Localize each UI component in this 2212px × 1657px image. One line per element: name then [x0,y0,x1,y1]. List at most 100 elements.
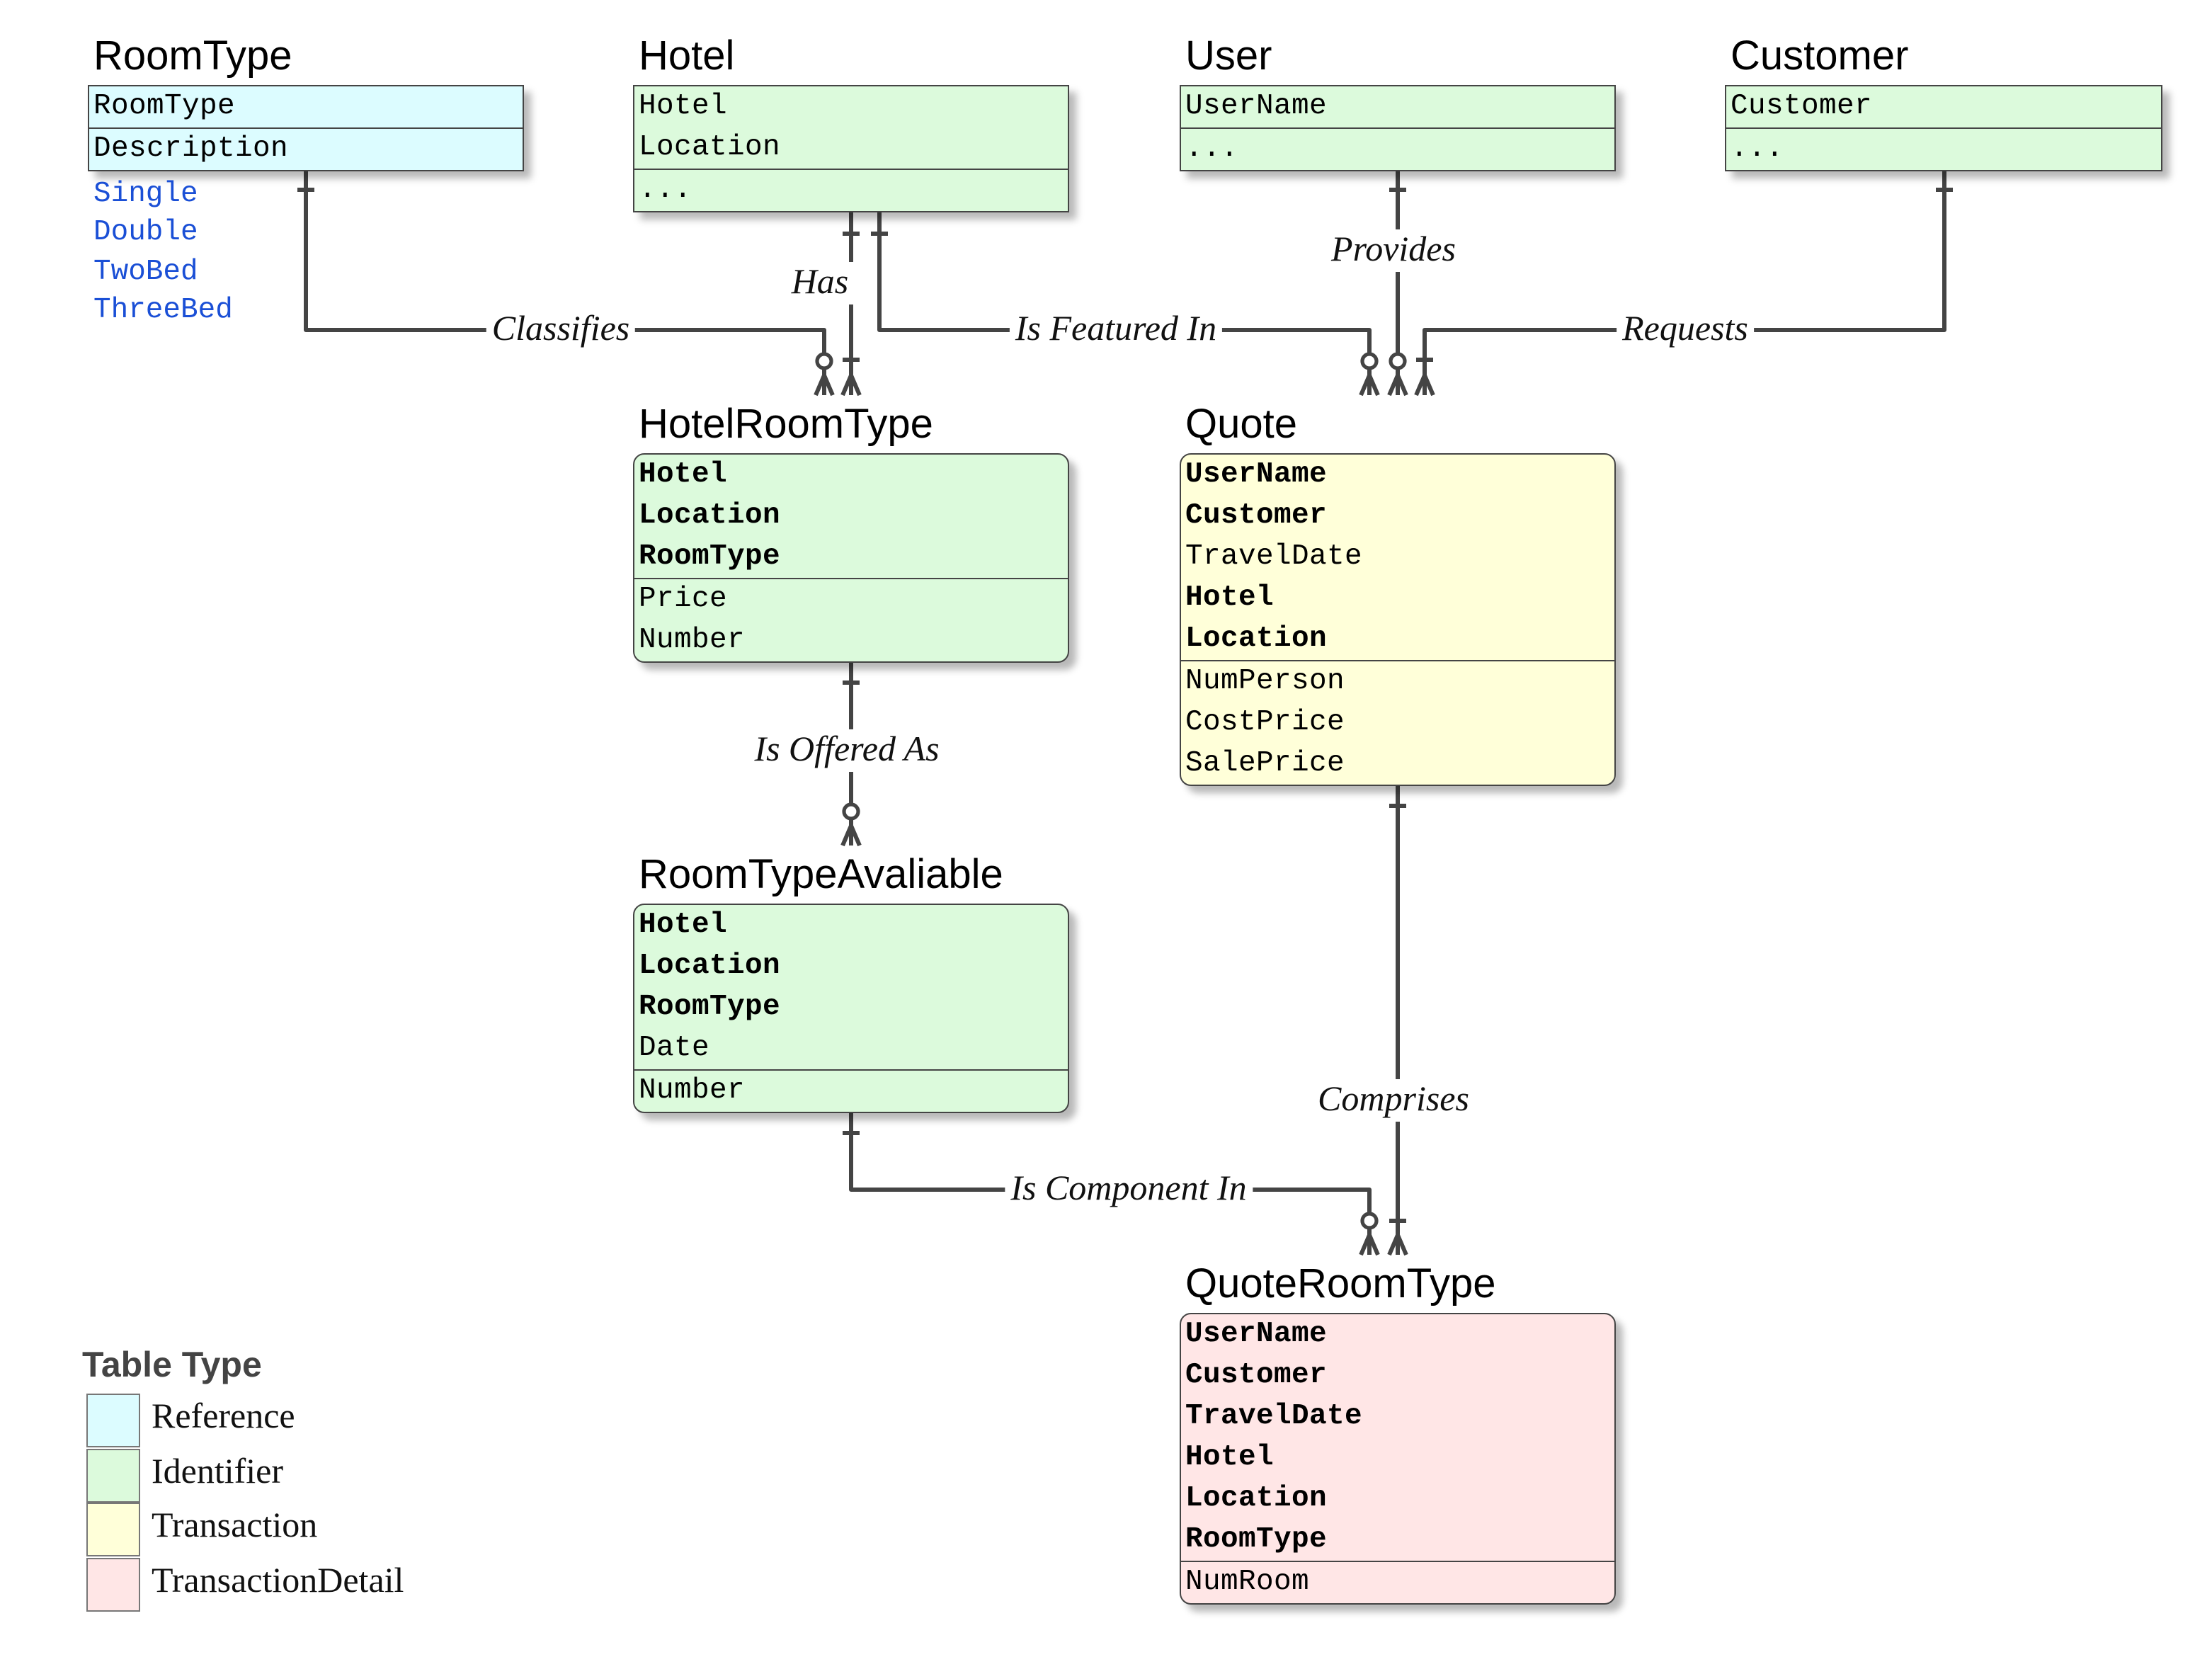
legend-swatch-reference [86,1394,140,1447]
entity-title: Hotel [639,34,735,79]
connector-is-featured-in [877,208,1372,395]
legend-item: Identifier [82,1448,283,1503]
crows-foot-mark [1359,1233,1380,1256]
relationship-label-has: Has [785,262,855,304]
entity-title: HotelRoomType [639,402,933,448]
zero-cardinality-ring [1389,352,1407,370]
column: Hotel [639,91,728,123]
key-column: TravelDate [1185,541,1363,574]
reference-values: Single Double TwoBed ThreeBed [93,176,233,330]
key-column: RoomType [639,541,781,574]
entity-hotelroomtype: HotelRoomType Hotel Location RoomType Pr… [633,402,1069,663]
key-column: Hotel [639,459,728,491]
entity-box: RoomType Description [88,85,524,171]
entity-title: Customer [1731,34,1909,79]
zero-cardinality-ring [1360,1212,1379,1230]
zero-cardinality-ring [842,802,860,821]
column: Location [639,132,781,164]
entity-quoteroomtype: QuoteRoomType UserName Customer TravelDa… [1180,1262,1616,1605]
entity-hotel: Hotel Hotel Location ... [633,34,1069,212]
entity-box: Customer ... [1725,85,2162,171]
attribute-column: NumPerson [1185,666,1345,698]
entity-title: Quote [1185,402,1297,448]
crows-foot-mark [814,373,835,397]
crows-foot-mark [1414,373,1435,397]
entity-title: RoomType [93,34,292,79]
key-column: UserName [1185,1319,1328,1351]
entity-title: RoomTypeAvaliable [639,853,1003,898]
entity-user: User UserName ... [1180,34,1616,171]
crows-foot-mark [1387,1233,1408,1256]
legend-item: TransactionDetail [82,1557,404,1612]
entity-roomtype: RoomType RoomType Description [88,34,524,171]
legend-item: Transaction [82,1503,317,1557]
attribute-column: SalePrice [1185,748,1345,780]
entity-box: Hotel Location RoomType Price Number [633,453,1069,663]
relationship-label-requests: Requests [1617,309,1754,351]
column-ellipsis: ... [1731,133,1784,166]
column: RoomType [93,91,236,123]
crows-foot-mark [1387,373,1408,397]
column-ellipsis: ... [1185,133,1239,166]
key-column: Date [639,1032,710,1065]
crows-foot-mark [840,373,862,397]
entity-box: Hotel Location ... [633,85,1069,212]
relationship-label-is-component-in: Is Component In [1005,1168,1253,1211]
entity-customer: Customer Customer ... [1725,34,2162,171]
crows-foot-mark [1359,373,1380,397]
entity-box: UserName Customer TravelDate Hotel Locat… [1180,1313,1616,1605]
key-column: Location [1185,1483,1328,1515]
legend-label: Identifier [152,1452,284,1491]
attribute-column: NumRoom [1185,1566,1310,1599]
reference-value: ThreeBed [93,294,233,327]
zero-cardinality-ring [815,352,833,370]
key-column: RoomType [1185,1524,1328,1556]
key-column: Hotel [1185,582,1275,615]
key-column: Hotel [639,909,728,942]
key-column: Customer [1185,500,1328,533]
column-ellipsis: ... [639,174,692,207]
legend-swatch-transaction [86,1503,140,1556]
legend: Table Type Reference Identifier Transact… [82,1343,404,1612]
key-column: TravelDate [1185,1401,1363,1433]
relationship-label-is-featured-in: Is Featured In [1009,309,1223,351]
entity-box: UserName ... [1180,85,1616,171]
reference-value: Double [93,217,198,250]
attribute-column: Number [639,1075,746,1107]
legend-label: Transaction [152,1507,318,1545]
key-column: RoomType [639,991,781,1024]
legend-swatch-identifier [86,1448,140,1502]
crows-foot-mark [840,824,862,847]
key-column: Location [639,950,781,983]
column: Customer [1731,91,1873,123]
relationship-label-provides: Provides [1326,229,1461,272]
entity-quote: Quote UserName Customer TravelDate Hotel… [1180,402,1616,786]
legend-title: Table Type [82,1345,262,1385]
relationship-label-is-offered-as: Is Offered As [748,729,945,772]
reference-value: Single [93,178,198,211]
attribute-column: Price [639,583,728,616]
key-column: UserName [1185,459,1328,491]
legend-item: Reference [82,1394,295,1448]
attribute-column: Number [639,625,746,657]
legend-label: Reference [152,1398,295,1436]
entity-title: User [1185,34,1272,79]
relationship-label-classifies: Classifies [486,309,636,351]
connector-requests [1423,167,1946,395]
reference-value: TwoBed [93,256,198,289]
zero-cardinality-ring [1360,352,1379,370]
key-column: Location [639,500,781,533]
legend-swatch-transaction-detail [86,1557,140,1611]
key-column: Location [1185,623,1328,656]
legend-label: TransactionDetail [152,1561,404,1600]
key-column: Hotel [1185,1442,1275,1474]
entity-box: UserName Customer TravelDate Hotel Locat… [1180,453,1616,786]
column: Description [89,127,523,170]
key-column: Customer [1185,1360,1328,1392]
column: UserName [1185,91,1328,123]
relationship-label-comprises: Comprises [1312,1079,1475,1122]
entity-roomtypeavaliable: RoomTypeAvaliable Hotel Location RoomTyp… [633,853,1069,1113]
attribute-column: CostPrice [1185,707,1345,739]
